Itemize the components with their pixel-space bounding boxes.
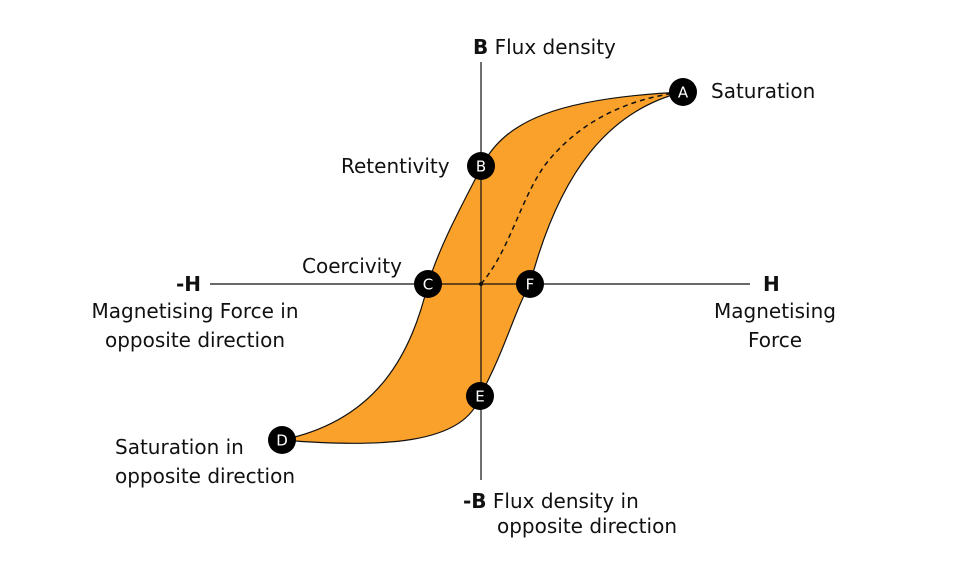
neg-b-axis-name-line1: Flux density in — [492, 489, 639, 513]
point-b-marker: B — [467, 152, 495, 180]
h-axis-description: Magnetising Force — [695, 297, 855, 355]
retentivity-label: Retentivity — [341, 154, 450, 178]
saturation-opposite-label-line2: opposite direction — [115, 464, 295, 488]
neg-h-desc-line1: Magnetising Force in — [91, 299, 299, 323]
h-desc-line1: Magnetising — [714, 299, 836, 323]
neg-h-desc-line2: opposite direction — [105, 328, 285, 352]
point-c-label: C — [423, 276, 433, 294]
b-axis-symbol: B — [473, 35, 489, 59]
coercivity-label: Coercivity — [302, 254, 402, 278]
point-b-label: B — [476, 158, 486, 176]
point-d-marker: D — [268, 426, 296, 454]
point-a-label: A — [678, 84, 689, 102]
point-f-label: F — [526, 276, 535, 294]
neg-h-axis-description: Magnetising Force in opposite direction — [70, 297, 320, 355]
point-c-marker: C — [414, 270, 442, 298]
point-d-label: D — [276, 432, 288, 450]
point-e-marker: E — [466, 382, 494, 410]
point-a-marker: A — [669, 78, 697, 106]
initial-magnetisation-curve — [480, 91, 684, 285]
neg-b-axis-symbol: -B — [463, 489, 487, 513]
b-axis-label: B Flux density — [473, 33, 616, 62]
neg-b-axis-label: -B Flux density in — [463, 487, 639, 516]
b-axis-name: Flux density — [494, 35, 616, 59]
point-f-marker: F — [516, 270, 544, 298]
saturation-opposite-label-line1: Saturation in — [115, 435, 244, 459]
origin-point — [479, 282, 483, 286]
neg-h-axis-symbol: -H — [176, 272, 202, 296]
point-e-label: E — [475, 388, 484, 406]
saturation-label: Saturation — [711, 79, 816, 103]
h-desc-line2: Force — [747, 328, 803, 352]
neg-b-axis-name-line2: opposite direction — [497, 514, 677, 538]
h-axis-symbol: H — [763, 272, 780, 296]
